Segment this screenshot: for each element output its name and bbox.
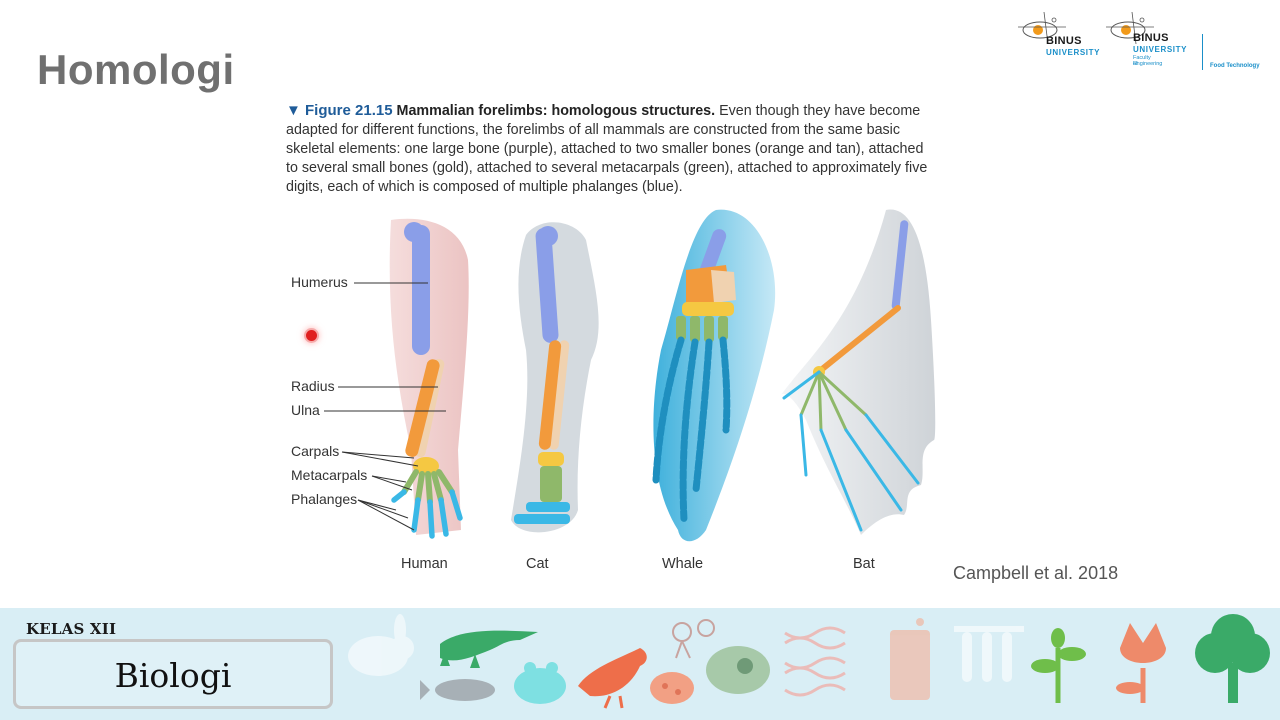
- bird-icon: [578, 648, 647, 709]
- bat-humerus: [891, 220, 909, 310]
- human-radius: [405, 359, 440, 457]
- label-whale: Whale: [662, 556, 704, 572]
- whale-metacarpals: [676, 316, 728, 342]
- binus-emblem-icon: [1018, 11, 1066, 45]
- cat-phalanges: [514, 502, 570, 524]
- label-phalanges: Phalanges: [291, 491, 358, 507]
- crocodile-icon: [440, 630, 538, 668]
- bat-metacarpals: [799, 370, 868, 432]
- forelimb-figure: Humerus Radius Ulna Carpals Metacarpals …: [286, 200, 956, 590]
- forelimb-illustration: [324, 209, 936, 542]
- label-carpals: Carpals: [291, 443, 340, 459]
- frog-icon: [514, 662, 566, 704]
- logo-university-text: UNIVERSITY: [1046, 48, 1101, 57]
- cat-metacarpals: [540, 466, 562, 502]
- logo-university-text: UNIVERSITY: [1133, 45, 1188, 54]
- whale-humerus: [699, 229, 727, 277]
- label-bat: Bat: [853, 556, 875, 572]
- binus-logos: BINUS UNIVERSITY BINUS UNIVERSITY Facult…: [1018, 8, 1274, 74]
- subject-title: Biologi: [114, 656, 232, 695]
- virus-icon: [672, 619, 715, 659]
- label-cat: Cat: [526, 556, 549, 572]
- bat-radius: [818, 305, 901, 373]
- slide-title: Homologi: [37, 46, 235, 93]
- tulip-icon: [1116, 623, 1166, 703]
- laser-pointer-dot: [306, 330, 317, 341]
- subject-box: Biologi: [13, 639, 333, 709]
- dna-icon: [784, 626, 846, 697]
- footer-decoration: [348, 614, 1270, 709]
- rabbit-icon: [348, 614, 414, 676]
- logo-department-text: Food Technology: [1210, 63, 1260, 69]
- whale-phalanges: [652, 336, 731, 524]
- binus-emblem-icon: [1106, 11, 1154, 45]
- footer-banner: KELAS XII Biologi: [0, 608, 1280, 720]
- logo-faculty-line2: Engineering: [1133, 61, 1163, 67]
- fish-icon: [420, 679, 495, 701]
- logo-brand-text: BINUS: [1133, 32, 1169, 44]
- figure-caption: ▼︎ Figure 21.15 Mammalian forelimbs: hom…: [286, 101, 936, 197]
- human-forelimb: [389, 218, 469, 539]
- grade-label: KELAS XII: [26, 620, 117, 638]
- whale-forelimb: [652, 209, 776, 542]
- logo-brand-text: BINUS: [1046, 35, 1082, 47]
- cat-carpals: [538, 452, 564, 466]
- human-carpals: [413, 457, 439, 475]
- whale-carpals: [682, 302, 734, 316]
- test-tubes-icon: [954, 626, 1024, 682]
- figure-body-text: Even though they have become adapted for…: [286, 103, 928, 195]
- tree-icon: [1195, 614, 1270, 703]
- human-metacarpals: [401, 469, 455, 505]
- beaker-icon: [890, 618, 930, 700]
- amoeba-icon: [706, 646, 770, 694]
- logo-faculty-line1: Faculty of: [1133, 55, 1151, 67]
- label-leader-lines: [324, 282, 446, 531]
- bat-phalanges: [782, 370, 920, 532]
- label-ulna: Ulna: [291, 402, 320, 418]
- cat-forelimb: [511, 222, 599, 533]
- label-metacarpals: Metacarpals: [291, 467, 368, 483]
- human-humerus: [412, 225, 430, 355]
- human-phalanges: [391, 489, 463, 539]
- logo-divider: [1202, 34, 1203, 70]
- cat-radius: [538, 340, 562, 450]
- cat-humerus: [535, 228, 559, 343]
- label-human: Human: [401, 556, 448, 572]
- bacteria-icon: [650, 672, 694, 704]
- label-radius: Radius: [291, 378, 335, 394]
- bat-forelimb: [781, 209, 936, 535]
- figure-number: ▼︎ Figure 21.15: [286, 102, 393, 119]
- sprout-icon: [1031, 628, 1086, 703]
- label-humerus: Humerus: [291, 274, 348, 290]
- figure-title: Mammalian forelimbs: homologous structur…: [396, 103, 716, 119]
- citation: Campbell et al. 2018: [953, 563, 1119, 583]
